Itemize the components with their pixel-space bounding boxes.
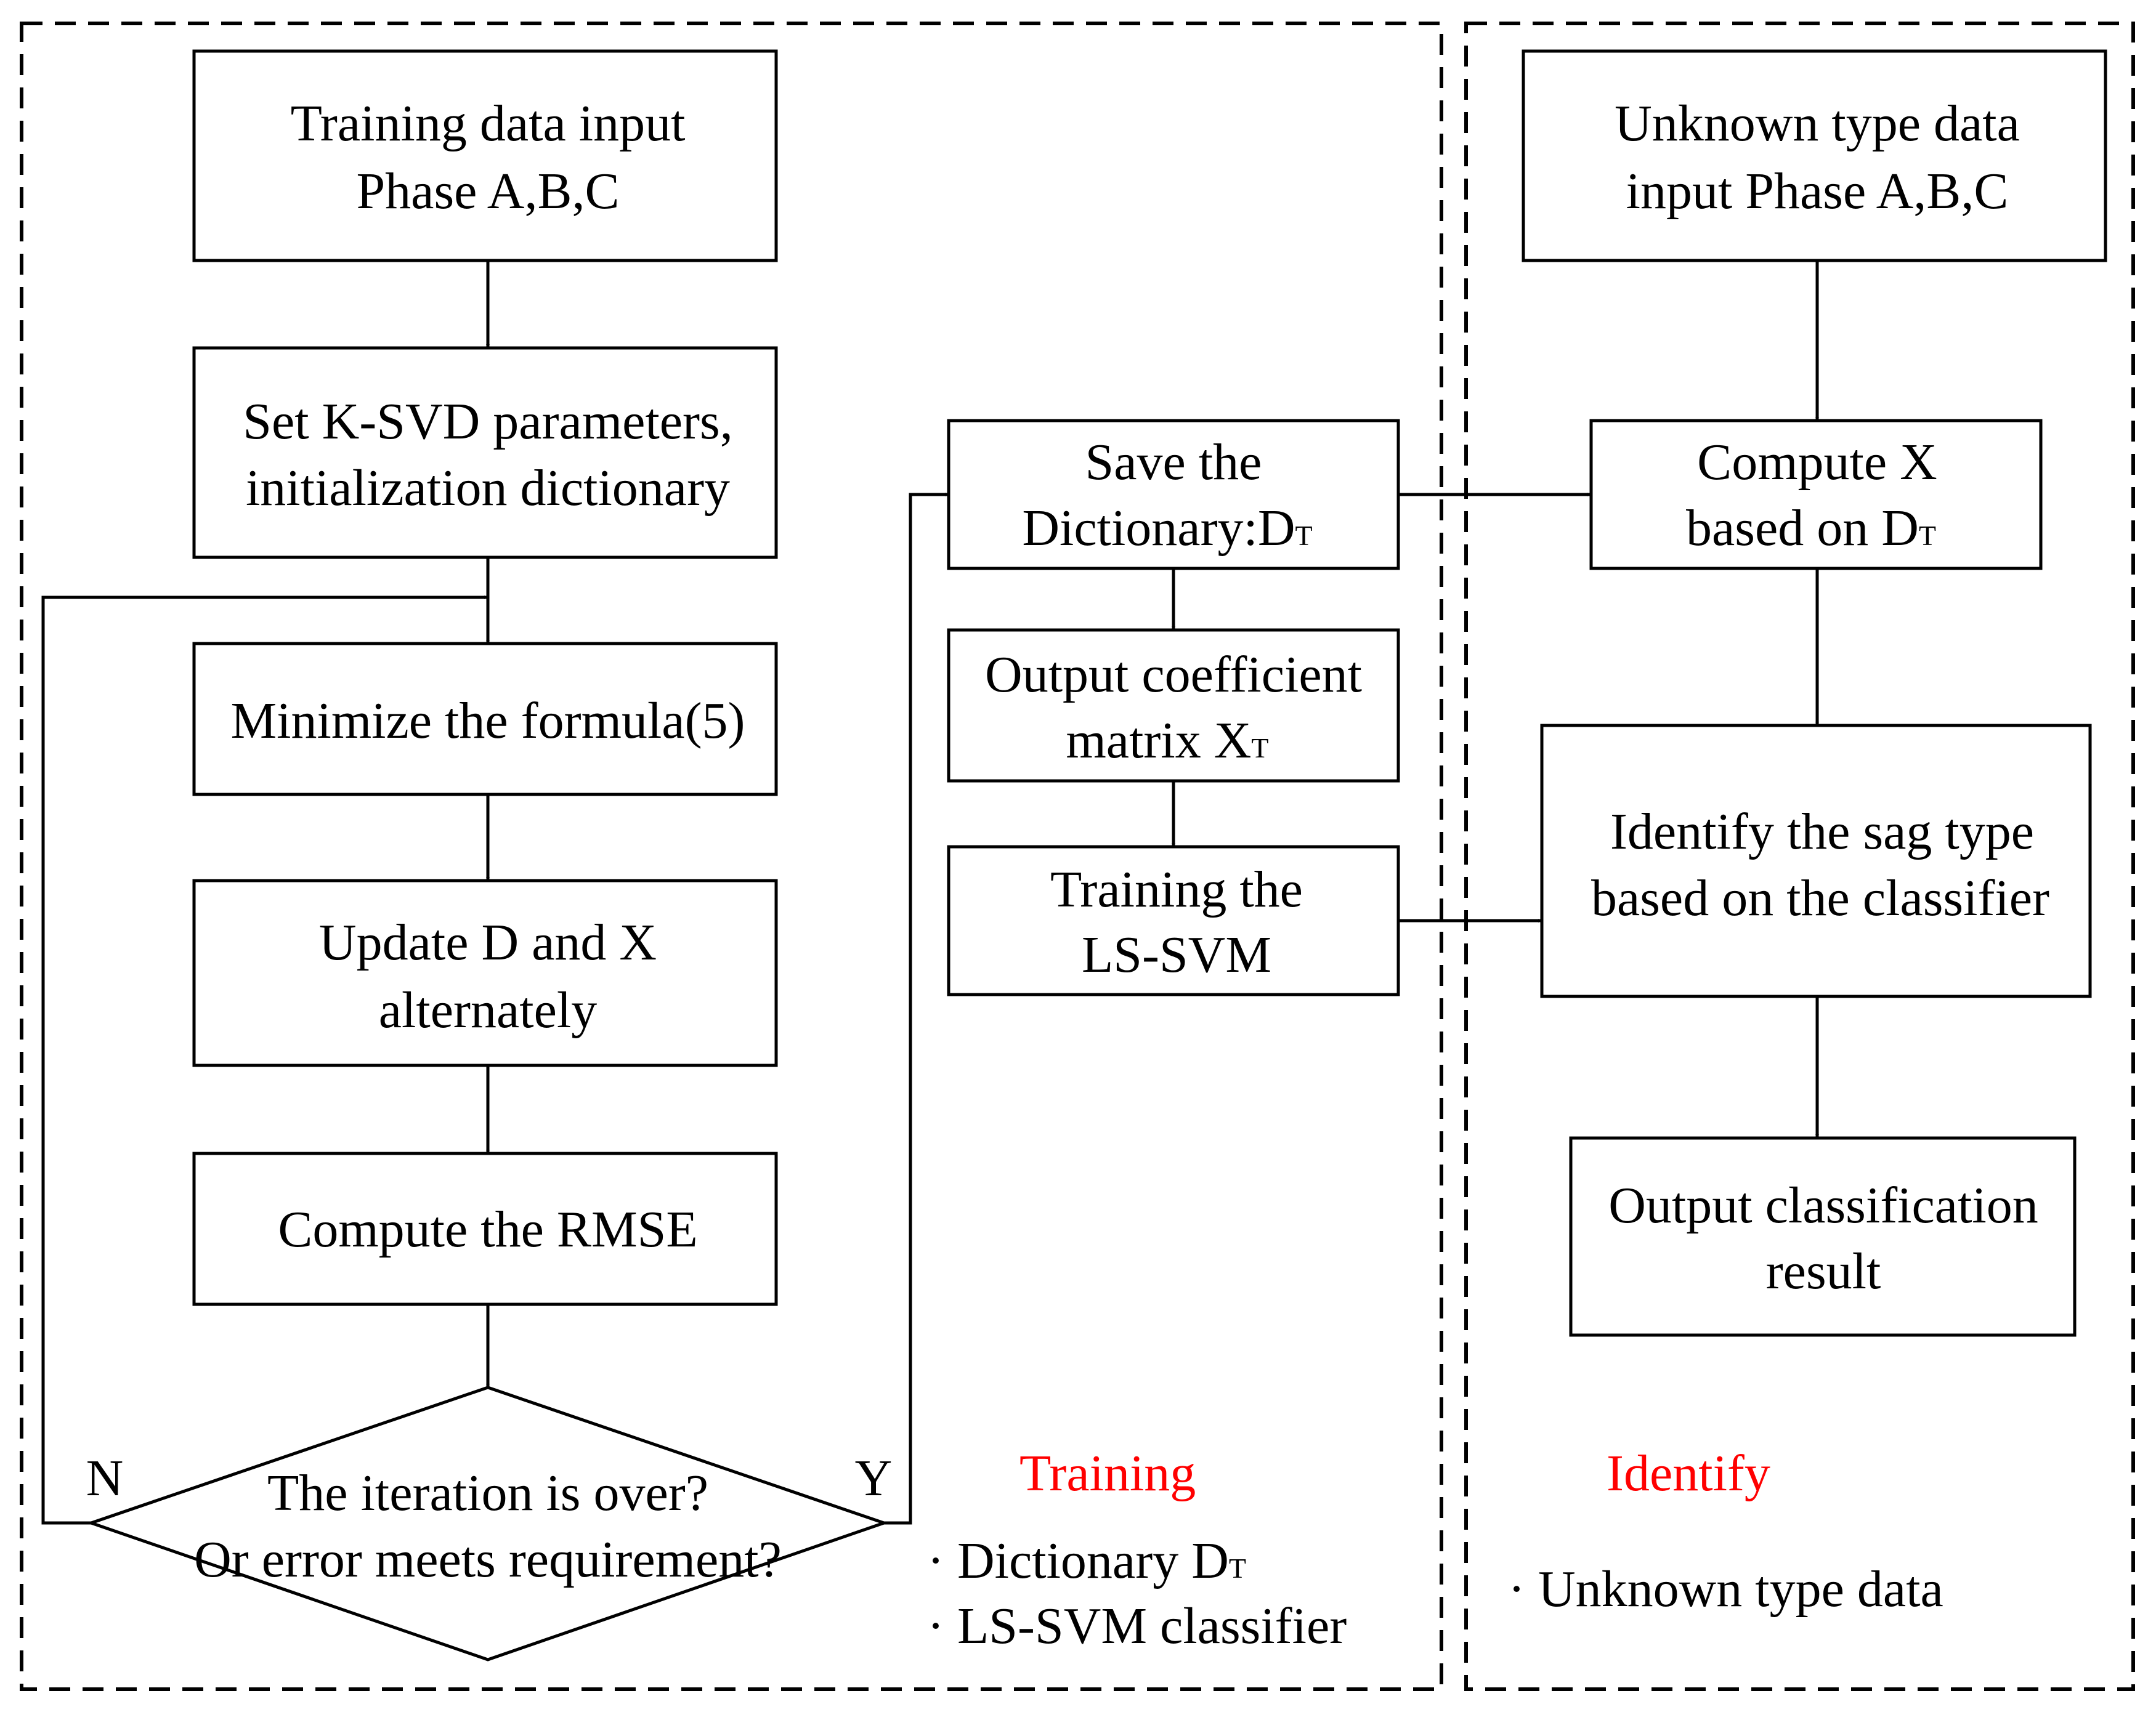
identify-legend-title: Identify [1607,1445,1770,1502]
unknown-data-input-line1: Unknown type data [1615,95,2020,152]
update-d-x-line2: alternately [379,982,597,1039]
output-classification-box: Output classification result [1569,1136,2077,1337]
identify-sag-line1: Identify the sag type [1610,803,2034,860]
output-classification-line1: Output classification [1608,1177,2038,1234]
training-data-input-box: Training data input Phase A,B,C [192,49,778,262]
decision-diamond: The iteration is over? Or error meets re… [86,1386,889,1662]
identify-sag-line2: based on the classifier [1591,870,2049,927]
train-lssvm-line2: LS-SVM [1082,926,1271,983]
decision-line1: The iteration is over? [267,1464,708,1522]
compute-x-box: Compute X based on DT [1589,419,2043,570]
save-dictionary-line1: Save the [1085,434,1262,491]
update-d-x-line1: Update D and X [319,914,657,971]
arrow-yes-to-save [884,493,949,1525]
minimize-formula-label: Minimize the formula(5) [230,692,745,749]
ksvd-parameters-line2: initialization dictionary [246,459,730,517]
identify-legend-item-unknown: · Unknown type data [1508,1561,1943,1618]
compute-rmse-box: Compute the RMSE [192,1152,778,1306]
update-d-x-box: Update D and X alternately [192,879,778,1067]
compute-rmse-label: Compute the RMSE [278,1201,697,1258]
save-dictionary-box: Save the Dictionary:DT [947,419,1400,570]
output-coefficient-line1: Output coefficient [985,646,1362,703]
train-lssvm-box: Training the LS-SVM [947,845,1400,996]
decision-line2: Or error meets requirement? [194,1531,782,1588]
unknown-data-input-line2: input Phase A,B,C [1626,163,2009,220]
identify-panel-border [1464,22,2135,1691]
decision-no-label: N [86,1450,124,1507]
decision-yes-label: Y [855,1450,893,1507]
unknown-data-input-box: Unknown type data input Phase A,B,C [1522,49,2107,262]
training-legend-item-lssvm: · LS-SVM classifier [927,1597,1347,1655]
train-lssvm-line1: Training the [1050,861,1303,918]
ksvd-parameters-box: Set K-SVD parameters, initialization dic… [192,346,778,559]
identify-sag-box: Identify the sag type based on the class… [1540,724,2092,998]
training-legend-item-dictionary: · Dictionary DT [927,1532,1246,1589]
training-panel-border [20,22,1443,1691]
connectors [41,260,1819,1525]
training-data-input-line1: Training data input [291,95,686,152]
arrow-no-loop-back [41,596,488,1525]
ksvd-parameters-line1: Set K-SVD parameters, [243,393,732,450]
save-dictionary-line2: Dictionary:DT [1022,499,1312,557]
minimize-formula-box: Minimize the formula(5) [192,642,778,796]
training-data-input-line2: Phase A,B,C [356,163,619,220]
compute-x-line2: based on DT [1686,499,1936,557]
training-legend-title: Training [1019,1445,1196,1502]
output-coefficient-box: Output coefficient matrix XT [947,628,1400,783]
output-classification-line2: result [1766,1243,1881,1300]
compute-x-line1: Compute X [1697,434,1937,491]
output-coefficient-line2: matrix XT [1066,712,1268,769]
